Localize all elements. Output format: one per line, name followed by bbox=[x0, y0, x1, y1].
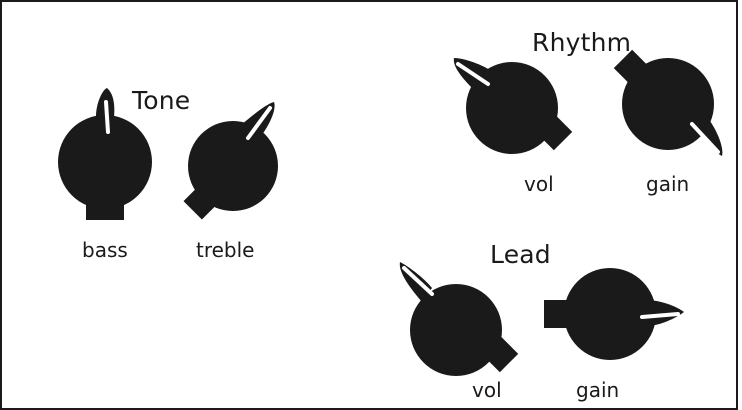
section-label-lead: Lead bbox=[490, 240, 551, 269]
knob-pointer-icon bbox=[246, 106, 272, 140]
knob-pointer-icon bbox=[104, 100, 110, 134]
knob-pointer-icon bbox=[690, 122, 720, 154]
knob-tone-bass[interactable] bbox=[54, 84, 164, 229]
knob-body-icon bbox=[183, 102, 278, 220]
knob-label-rhythm-vol: vol bbox=[524, 172, 554, 196]
knob-body-icon bbox=[453, 58, 573, 154]
knob-label-rhythm-gain: gain bbox=[646, 172, 690, 196]
knob-label-bass: bass bbox=[82, 238, 128, 262]
knob-tone-treble[interactable] bbox=[182, 98, 292, 228]
knob-pointer-icon bbox=[456, 62, 490, 86]
knob-lead-vol[interactable] bbox=[396, 258, 526, 378]
knob-body-icon bbox=[613, 49, 723, 156]
knob-body-icon bbox=[544, 268, 684, 360]
knob-rhythm-gain[interactable] bbox=[612, 48, 732, 164]
knob-pointer-icon bbox=[402, 266, 434, 296]
section-label-tone: Tone bbox=[132, 86, 191, 115]
section-label-rhythm: Rhythm bbox=[532, 28, 632, 57]
knob-body-icon bbox=[399, 262, 519, 376]
knob-label-treble: treble bbox=[196, 238, 255, 262]
knob-pointer-icon bbox=[640, 312, 680, 319]
knob-rhythm-vol[interactable] bbox=[442, 50, 582, 160]
knob-body-icon bbox=[58, 88, 152, 220]
knob-label-lead-gain: gain bbox=[576, 378, 620, 402]
knob-lead-gain[interactable] bbox=[542, 264, 687, 364]
knob-label-lead-vol: vol bbox=[472, 378, 502, 402]
